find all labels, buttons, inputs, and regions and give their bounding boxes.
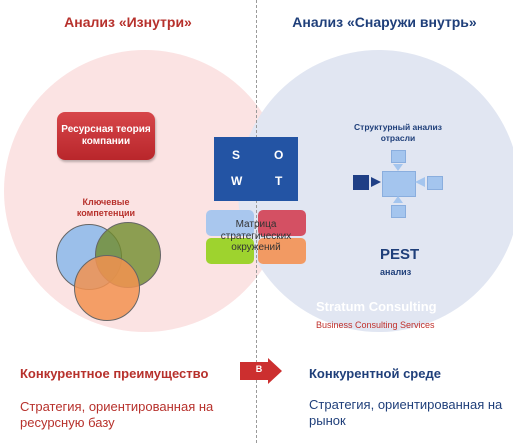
resource-strategy-text: Стратегия, ориентированная на ресурсную … (20, 399, 214, 430)
core-competencies-label: Ключевые компетенции (76, 197, 136, 218)
matrix-cell-blue (206, 210, 254, 236)
strategic-environment-matrix-label: Матрица стратегических окружений (220, 219, 292, 253)
industry-square-right (427, 176, 443, 190)
inside-analysis-title: Анализ «Изнутри» (64, 14, 192, 30)
industry-square-left (353, 175, 369, 190)
arrow-right-icon (240, 358, 282, 384)
matrix-cell-red (258, 210, 306, 236)
arrow-left-icon (415, 177, 425, 187)
watermark-tagline: Business Consulting Services (316, 320, 435, 330)
resource-theory-label: Ресурсная теория компании (61, 124, 151, 147)
swot-t: T (275, 174, 283, 188)
swot-s: S (232, 148, 241, 162)
center-divider (256, 0, 257, 443)
industry-square-bottom (391, 205, 406, 218)
industry-analysis-label: Структурный анализ отрасли (354, 122, 442, 143)
outside-analysis-title: Анализ «Снаружи внутрь» (292, 14, 477, 30)
swot-box: S O W T (214, 137, 298, 201)
pest-subtitle: анализ (380, 267, 412, 277)
watermark-name: Stratum Consulting (316, 299, 437, 314)
arrow-up-icon (393, 196, 403, 203)
arrow-label: В (255, 364, 263, 374)
competitive-advantage-title: Конкурентное преимущество (20, 366, 209, 381)
competitive-environment-title: Конкурентной среде (309, 366, 441, 381)
industry-square-center (382, 171, 416, 197)
industry-square-top (391, 150, 406, 163)
venn-circle-orange (74, 255, 140, 321)
swot-w: W (231, 174, 243, 188)
matrix-cell-green (206, 238, 254, 264)
swot-o: O (274, 148, 284, 162)
pest-title: PEST (380, 246, 420, 263)
market-strategy-text: Стратегия, ориентированная на рынок (309, 397, 503, 428)
resource-theory-box: Ресурсная теория компании (57, 112, 155, 160)
matrix-cell-orange (258, 238, 306, 264)
arrow-right-icon (371, 177, 381, 187)
arrow-down-icon (393, 164, 403, 171)
